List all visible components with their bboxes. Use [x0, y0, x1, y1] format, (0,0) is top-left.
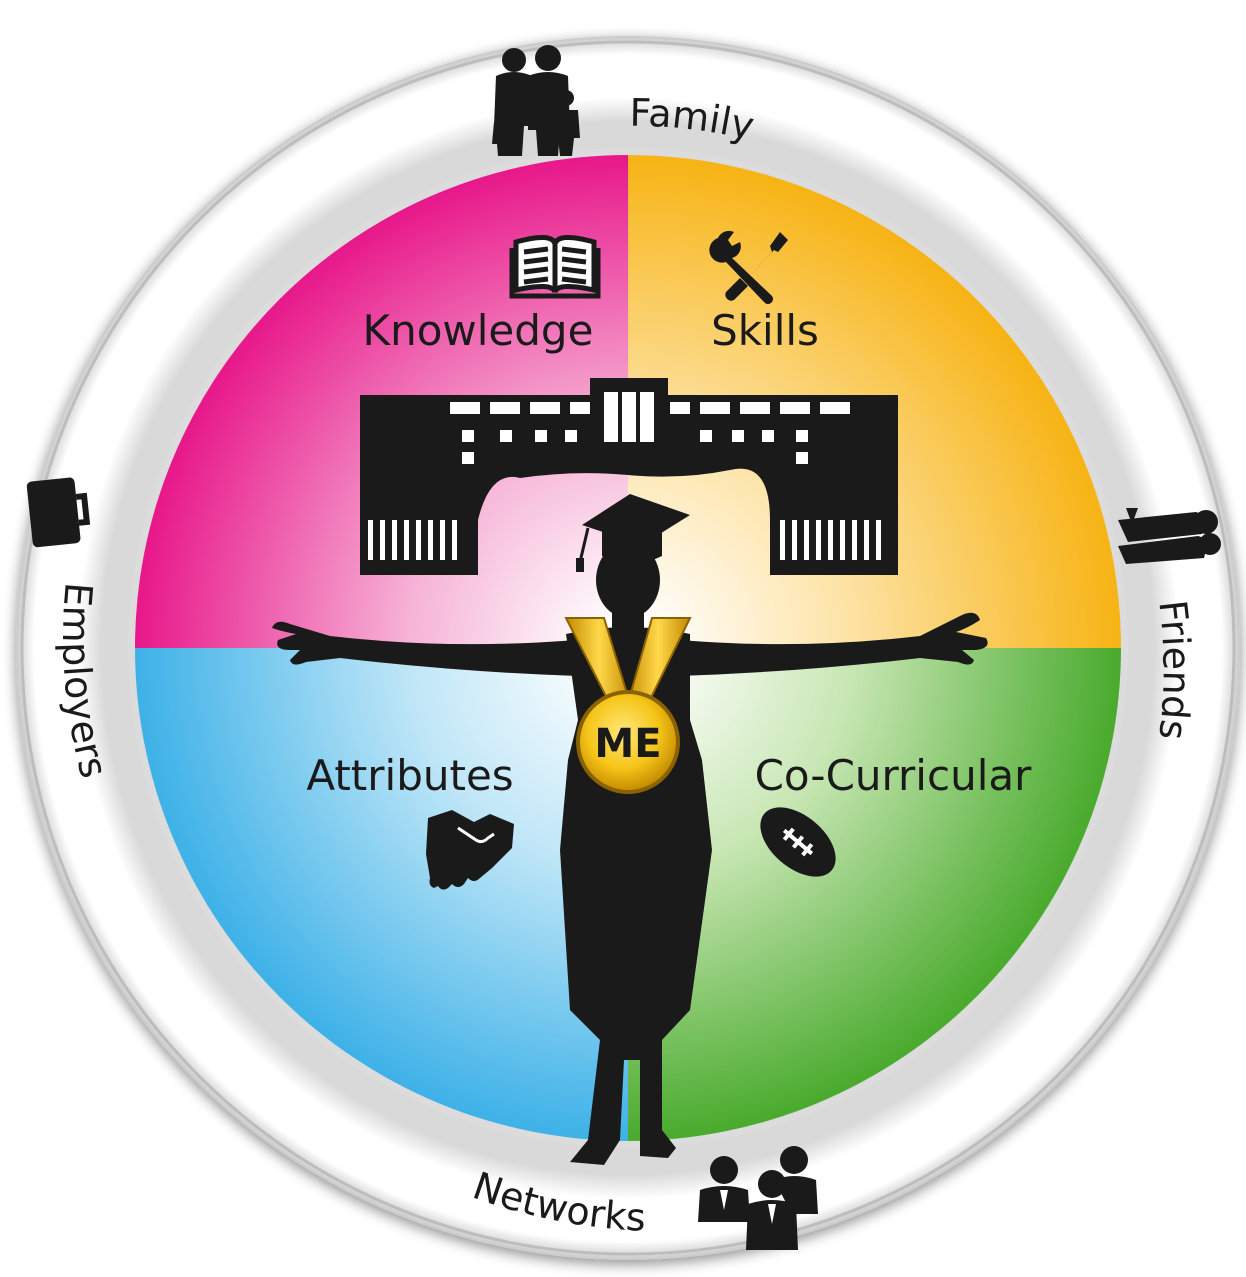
book-icon — [509, 235, 601, 299]
label-attributes: Attributes — [306, 751, 513, 800]
briefcase-icon — [26, 477, 91, 548]
medal: ME — [564, 617, 692, 794]
networks-icon — [698, 1146, 818, 1250]
medal-label: ME — [594, 721, 661, 767]
family-icon — [492, 45, 580, 156]
tools-icon — [709, 230, 788, 304]
quadrant-co-curricular — [628, 648, 1121, 1141]
quadrant-attributes — [135, 648, 628, 1141]
label-skills: Skills — [711, 306, 819, 355]
football-icon — [760, 807, 836, 877]
friends-icon — [1118, 508, 1221, 564]
handshake-icon — [426, 810, 514, 890]
label-knowledge: Knowledge — [363, 306, 594, 355]
university-building-icon — [360, 378, 898, 575]
label-co-curricular: Co-Curricular — [755, 751, 1032, 800]
